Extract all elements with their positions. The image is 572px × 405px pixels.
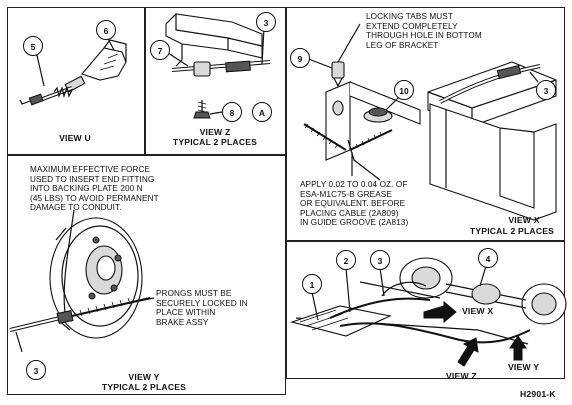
view-z-drawing (164, 13, 271, 119)
view-z-caption-line1: VIEW Z (199, 127, 231, 137)
view-x-caption-line1: VIEW X (508, 215, 540, 225)
grease-note: APPLY 0.02 TO 0.04 OZ. OF ESA-M1C75-B GR… (300, 180, 409, 227)
prongs-note: PRONGS MUST BE SECURELY LOCKED IN PLACE … (156, 289, 248, 327)
callout-8: 8 (222, 102, 242, 122)
callout-3-view-y: 3 (26, 360, 46, 380)
view-y-caption-line2: TYPICAL 2 PLACES (101, 382, 187, 392)
callout-7: 7 (150, 40, 170, 60)
callout-3-view-z: 3 (256, 12, 276, 32)
view-x-caption-line2: TYPICAL 2 PLACES (469, 226, 555, 236)
view-x-drawing (303, 23, 557, 221)
locking-tabs-note: LOCKING TABS MUST EXTEND COMPLETELY THRO… (366, 12, 482, 50)
callout-a: A (252, 102, 272, 122)
view-y-caption-line1: VIEW Y (128, 372, 160, 382)
callout-2: 2 (336, 250, 356, 270)
figure-id: H2901-K (520, 389, 556, 399)
view-z-caption-line2: TYPICAL 2 PLACES (172, 137, 258, 147)
pointer-view-z-label: VIEW Z (446, 371, 477, 381)
callout-5: 5 (23, 36, 43, 56)
callout-9: 9 (290, 48, 310, 68)
callout-1: 1 (302, 274, 322, 294)
callout-3-overview: 3 (370, 250, 390, 270)
pointer-view-x-label: VIEW X (462, 306, 494, 316)
overview-drawing (290, 257, 567, 367)
callout-4: 4 (478, 248, 498, 268)
callout-6: 6 (96, 20, 116, 40)
pointer-view-y-label: VIEW Y (508, 362, 540, 372)
callout-10: 10 (394, 80, 414, 100)
max-force-note: MAXIMUM EFFECTIVE FORCE USED TO INSERT E… (30, 165, 159, 212)
view-y-drawing (9, 209, 155, 353)
callout-3-view-x: 3 (536, 80, 556, 100)
view-u-caption: VIEW U (59, 133, 91, 143)
